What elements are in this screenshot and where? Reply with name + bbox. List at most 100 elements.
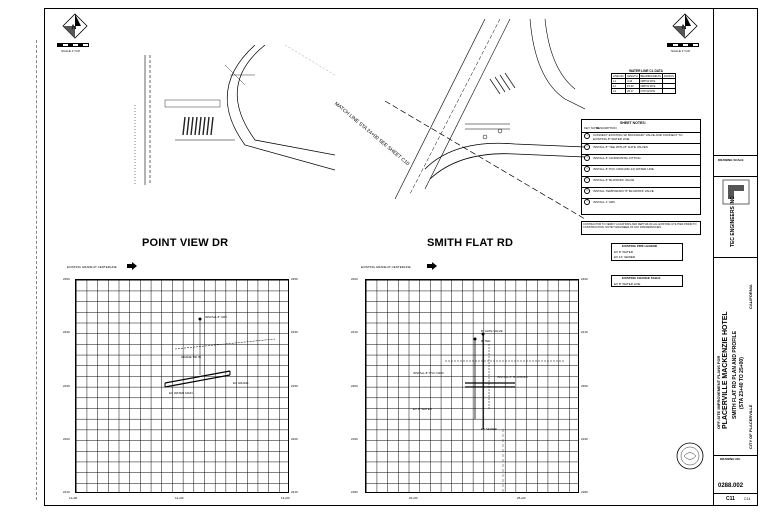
tb-divider <box>714 493 758 494</box>
y-tick-right-right-side: 2190 <box>581 437 588 441</box>
profile-callout-left: EX GRADE <box>233 381 249 385</box>
north-arrow-left-icon: N <box>62 13 88 39</box>
y-tick-right: 2200 <box>351 384 358 388</box>
x-tick-right: 25+00 <box>517 496 526 500</box>
y-tick-left-right-side: 2220 <box>291 437 298 441</box>
arrow-right-icon <box>127 262 137 270</box>
sheet-desc2: (STA 23+40 TO 25+00) <box>739 357 745 409</box>
y-tick-right-right-side: 2200 <box>581 384 588 388</box>
keynote-text: CONNECT EXISTING W/ BOUNDARY VALVE AND C… <box>593 133 683 141</box>
project-line1: OFF-SITE IMPROVEMENT PLANS FOR <box>716 355 721 429</box>
y-tick-right-right-side: 2220 <box>581 277 588 281</box>
profile-callout-right: INSTALL 8" BLOWOFF <box>497 375 529 379</box>
profile-callout-left: INSTALL 8" ARV <box>205 315 228 319</box>
keynote-number: 3 <box>584 155 590 161</box>
keynote-text: INSTALL TEMPORARY 8" BLOWOFF VALVE <box>593 188 654 193</box>
y-tick-left: 2220 <box>63 437 70 441</box>
section-title-point-view-dr: POINT VIEW DR <box>142 237 229 249</box>
scale-text-left: SCALE 1"=20' <box>61 49 81 53</box>
water-table-cell: L3 <box>610 88 627 94</box>
y-tick-right: 2210 <box>351 330 358 334</box>
tb-divider <box>714 257 758 258</box>
y-tick-left: 2240 <box>63 330 70 334</box>
sheet-notes-title: SHEET NOTES: <box>620 121 646 125</box>
sheet-desc1: SMITH FLAT RD PLAN AND PROFILE <box>732 330 738 419</box>
keynote-text: INSTALL 1" ARV <box>593 199 616 204</box>
legend-item: EX 8" WATER <box>614 250 633 254</box>
y-tick-left-right-side: 2230 <box>291 384 298 388</box>
legend-item: EX 8" WATER LINE <box>614 282 641 286</box>
profile-callout-left: GRADE TIE IN <box>181 355 201 359</box>
y-tick-right: 2220 <box>351 277 358 281</box>
water-table-cell: 25.17 <box>625 88 640 94</box>
drawing-scale-cell: DRAWING SCALE <box>714 155 758 177</box>
job-number: 0288.002 <box>718 483 744 489</box>
profile-callout-left: EX WATER MAIN <box>169 391 193 395</box>
y-tick-left: 2250 <box>63 277 70 281</box>
water-table-cell: N70°11'00"E <box>638 88 664 94</box>
sheet-number: C11 <box>726 496 735 502</box>
firm-logo-icon <box>722 179 750 205</box>
legend-existing-change: EXISTING CHANGE TABLE EX 8" WATER LINE <box>611 275 683 287</box>
legend-existing-pipe: EXISTING PIPE LEGEND EX 8" WATER EX 12" … <box>611 243 683 261</box>
sheet-notes-desc-header: DESCRIPTION <box>596 126 617 130</box>
x-tick-left: 12+00 <box>175 496 184 500</box>
keynote-text: INSTALL 8" TEE WITH 8" GATE VALVES <box>593 144 648 149</box>
profile-callout-right: EX SEWER <box>481 427 497 431</box>
x-tick-right: 24+00 <box>409 496 418 500</box>
sheet-notes-keynote-header: KEY NOTE <box>584 126 600 130</box>
city-name: CITY OF PLACERVILLE <box>748 404 753 449</box>
y-tick-right-right-side: 2210 <box>581 330 588 334</box>
drawing-sheet: N SCALE 1"=20' N SCALE 1"=20' <box>44 8 758 506</box>
scale-bar-right <box>667 43 699 47</box>
y-tick-right: 2180 <box>351 490 358 494</box>
north-arrow-right-icon: N <box>672 13 698 39</box>
profile-callout-right: 8" GATE VALVE <box>481 329 503 333</box>
keynote-number: 1 <box>584 133 590 139</box>
tb-divider <box>714 455 758 456</box>
y-tick-left: 2210 <box>63 490 70 494</box>
project-line2: PLACERVILLE MACKENZIE HOTEL <box>722 311 729 429</box>
x-tick-left: 13+00 <box>281 496 290 500</box>
water-table-grid: LINE NO. LENGTH BEARING/DELTA RADIUS L1 … <box>610 73 676 94</box>
keynote-number: 5 <box>584 177 590 183</box>
engineer-seal-icon <box>676 442 704 470</box>
plan-view-smith-flat-rd <box>384 19 585 220</box>
y-tick-right: 2190 <box>351 437 358 441</box>
state-name: CALIFORNIA <box>748 284 753 309</box>
title-block: DRAWING SCALE TEC ENGINEERS INC OFF-SITE… <box>713 9 758 505</box>
firm-name: TEC ENGINEERS INC <box>730 196 736 247</box>
keynote-text: INSTALL 8" PVC C900 (DR-14) WATER LINE <box>593 166 654 171</box>
profile-grid-right <box>365 279 579 493</box>
y-tick-left-right-side: 2240 <box>291 330 298 334</box>
profile-callout-right: EX 8" WATER <box>413 407 432 411</box>
x-tick-left: 11+00 <box>69 496 78 500</box>
legend-title: EXISTING CHANGE TABLE <box>622 276 661 280</box>
plan-view-point-view-dr <box>134 45 335 185</box>
existing-grade-label-right: EXISTING GRADE AT CENTERLINE <box>361 265 411 269</box>
keynote-number: 2 <box>584 144 590 150</box>
keynote-text: INSTALL 8" BLOWOFF VALVE <box>593 177 635 182</box>
section-title-smith-flat-rd: SMITH FLAT RD <box>427 237 514 249</box>
y-tick-left: 2230 <box>63 384 70 388</box>
legend-title: EXISTING PIPE LEGEND <box>622 244 658 248</box>
y-tick-left-right-side: 2250 <box>291 277 298 281</box>
y-tick-left-right-side: 2210 <box>291 490 298 494</box>
water-line-table: WATER LINE CL DATA LINE NO. LENGTH BEARI… <box>610 69 681 94</box>
svg-text:N: N <box>72 25 76 31</box>
keynote-number: 6 <box>584 188 590 194</box>
scale-bar-left <box>57 43 89 47</box>
profile-linework-left <box>164 317 276 388</box>
sheet-of: C14 <box>744 497 751 501</box>
existing-grade-label-left: EXISTING GRADE AT CENTERLINE <box>67 265 117 269</box>
legend-item: EX 12" SEWER <box>614 255 636 259</box>
keynote-number: 4 <box>584 166 590 172</box>
